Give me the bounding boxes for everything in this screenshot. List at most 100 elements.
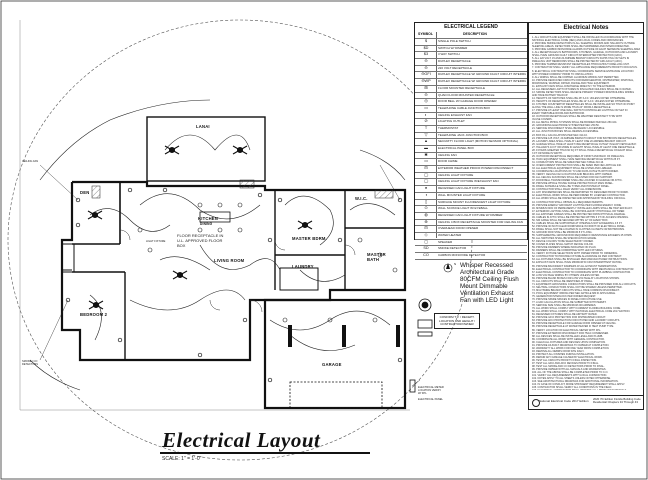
legend-symbol: ⊟ bbox=[424, 226, 428, 231]
note-line: 39. PANEL SCHEDULE SHALL BE TYPED AND PO… bbox=[532, 185, 610, 189]
lanai-outline bbox=[146, 116, 266, 182]
note-line: 99. PROVIDE OWNER WITH ALL MANUALS AND W… bbox=[532, 368, 607, 372]
legend-description: DOOR BELL W/ GARAGE DOOR OPENER bbox=[438, 99, 497, 104]
note-line: 3 FT OR MORE IN WIDTH. bbox=[532, 151, 563, 155]
title-underline bbox=[160, 452, 370, 454]
legend-description: WALL SCONCE LIGHT W/ EYEBALL bbox=[438, 206, 488, 211]
legend-description: EXTERIOR WEATHER PROOF POWER DISCONNECT bbox=[438, 166, 514, 171]
note-line: 13. SMOKE DETECTORS SHALL RECEIVE PRIMAR… bbox=[532, 90, 635, 94]
note-line: 15. HEIGHTS OF RECEPTACLES SHALL BE 12" … bbox=[532, 99, 631, 103]
note-line: 25. LAUNDRY AREA SHALL HAVE AT LEAST ONE… bbox=[532, 139, 627, 143]
garage-door bbox=[289, 381, 383, 409]
note-line: 7. CONTRACTOR SHALL VERIFY ALL APPLIANCE… bbox=[532, 66, 638, 70]
legend-description: CEILING LIGHT FIXTURE W/EXHAUST FAN bbox=[438, 179, 499, 184]
room-label-wic: W.I.C. bbox=[355, 196, 368, 201]
electrical-panel-callout: ELECTRICAL PANEL bbox=[418, 398, 443, 401]
lanai-hatch bbox=[239, 179, 255, 189]
legend-symbol: ▯ bbox=[424, 199, 428, 204]
note-line: 14. HEIGHTS OF SWITCHES SHALL BE 48" A.F… bbox=[532, 96, 626, 100]
note-line: 22. ALL JUNCTION BOXES SHALL REMAIN ACCE… bbox=[532, 130, 599, 134]
legend-symbol: ◑ bbox=[424, 192, 428, 197]
legend-description: 3 WAY SWITCH bbox=[438, 52, 460, 57]
note-line: NATIONAL ELECTRICAL CODE (NEC) AND LOCAL… bbox=[532, 39, 624, 43]
legend-column-divider bbox=[436, 32, 437, 238]
legend-row: ▲SECURITY FLOOD LIGHT (MOTION SENSOR OPT… bbox=[415, 138, 527, 145]
note-line: 8. ELECTRICAL CONTRACTOR SHALL COORDINAT… bbox=[532, 69, 634, 73]
legend-row: ▽TELEPHONE JACK JUNCTION BOX bbox=[415, 131, 527, 139]
legend-symbol: ⊙ bbox=[424, 206, 428, 211]
note-line: 36. ALL CEILING FAN BOXES SHALL BE LISTE… bbox=[532, 176, 613, 180]
note-line: 89. COORDINATE ALL WORK WITH GENERAL CON… bbox=[532, 337, 605, 341]
legend-description: CEILING FAN bbox=[438, 152, 457, 157]
note-line: 37. DOOR BELL TRANSFORMER SHALL BE LOCAT… bbox=[532, 179, 623, 183]
legend-symbol: $ bbox=[424, 39, 428, 43]
note-line: 56. ALL SWITCHES SHALL BE SPECIFICATION … bbox=[532, 237, 597, 241]
legend-row: ▯ SURFACE MOUNT FLUORESCENT LIGHT FIXTURE bbox=[415, 198, 527, 206]
legend-row: ⊘LIGHTING OUTLET bbox=[415, 118, 527, 125]
note-line: 86. VERIFY LOCATION OF ELECTRICAL METER … bbox=[532, 328, 602, 332]
legend-row: ⊟ OVERHEAD DOOR OPENER bbox=[415, 225, 527, 232]
room-label-laundry: LAUNDRY bbox=[292, 264, 314, 269]
legend-row bbox=[415, 258, 527, 266]
note-line: 44. CONTRACTOR SHALL OBTAIN ALL REQUIRED… bbox=[532, 200, 604, 204]
note-line: 95. REPAIR ANY DAMAGE CAUSED BY ELECTRIC… bbox=[532, 355, 603, 359]
legend-symbol: ▭ bbox=[424, 159, 428, 164]
legend-title: ELECTRICAL LEGEND bbox=[444, 24, 498, 30]
note-line: 106. ELECTRICAL CONTRACTOR SHALL PROVIDE… bbox=[532, 389, 640, 390]
note-line: 47. EXTERIOR LIGHTING SHALL BE CONTROLLE… bbox=[532, 209, 626, 213]
note-line: 24. PROVIDE 125 VOLT, 20 AMPERE BRANCH C… bbox=[532, 136, 637, 140]
note-line: 1. ALL CIRCUITS AND EQUIPMENT SHALL BE I… bbox=[532, 36, 634, 39]
note-line: MICROWAVE, WASHER, DRYER, RANGE AND HVAC… bbox=[532, 81, 610, 85]
legend-symbol: ⊖GFI bbox=[421, 72, 431, 77]
legend-description: CEILING EXHAUST FAN bbox=[438, 112, 472, 117]
legend-symbol: ⊞ bbox=[424, 85, 428, 90]
room-label-living-room: LIVING ROOM bbox=[214, 258, 245, 263]
legend-row: ⊞FLOOR MOUNTED RECEPTACLE bbox=[415, 84, 527, 92]
legend-description: RECESSED CAN LIGHT FIXTURE W/ DIMMER bbox=[438, 212, 503, 217]
notes-body: 1. ALL CIRCUITS AND EQUIPMENT SHALL BE I… bbox=[532, 36, 640, 390]
legend-description: LIGHTING OUTLET bbox=[438, 119, 465, 124]
note-line: 18. OUTDOOR RECEPTACLES SHALL BE WEATHER… bbox=[532, 115, 623, 119]
note-line: 51. CABLES SHALL BE SUPPORTED AT INTERVA… bbox=[532, 221, 623, 225]
legend-row: ◍RECESSED CAN LIGHT FIXTURE W/ DIMMER bbox=[415, 211, 527, 219]
note-line: 12. ALL RECESSED LIGHT FIXTURES IN INSUL… bbox=[532, 87, 632, 91]
legend-symbol: T bbox=[424, 125, 428, 130]
legend-description: OVERHEAD DOOR OPENER bbox=[438, 226, 479, 231]
note-line: 73. MULTIWIRE BRANCH CIRCUITS SHALL HAVE… bbox=[532, 288, 620, 292]
legend-description: 220 VOLT RECEPTACLE bbox=[438, 65, 473, 70]
circuit-arcs bbox=[29, 99, 406, 391]
electrical-legend: ELECTRICAL LEGEND SYMBOL DESCRIPTION $SI… bbox=[414, 22, 528, 260]
note-line: 90. CLEAN ALL FIXTURES AND DEVICES UPON … bbox=[532, 340, 606, 344]
note-line: 87. PROVIDE EXTERIOR DISCONNECT FOR HVAC… bbox=[532, 331, 609, 335]
legend-col-symbol: SYMBOL bbox=[418, 32, 433, 36]
confirm-tv-note: CONFIRM T.V. / RECEPT. LOCATION AND HEIG… bbox=[434, 313, 480, 329]
note-line: 92. WARRANTY ALL WORK FOR ONE YEAR FROM … bbox=[532, 346, 610, 350]
note-line: 17. PROVIDE AT LEAST ONE WALL SWITCH CON… bbox=[532, 109, 628, 113]
note-line: 16. KITCHEN COUNTERTOP RECEPTACLES SHALL… bbox=[532, 103, 635, 107]
legend-description: SURFACE MOUNT FLUORESCENT LIGHT FIXTURE bbox=[438, 199, 511, 204]
legend-row: ◐CEILING EXHAUST FAN bbox=[415, 111, 527, 119]
legend-row: ◎DOOR BELL W/ GARAGE DOOR OPENER bbox=[415, 98, 527, 105]
note-line: 72. NEUTRAL CONDUCTORS SHALL NOT BE SHAR… bbox=[532, 285, 623, 289]
note-line: 66. ELECTRICAL CONTRACTOR TO COORDINATE … bbox=[532, 267, 635, 271]
note-line: 26. GARAGE SHALL HAVE AT LEAST ONE RECEP… bbox=[532, 142, 637, 146]
legend-col-description: DESCRIPTION bbox=[463, 32, 487, 36]
legend-description: DOOR CHIME bbox=[438, 159, 458, 164]
garage-outline bbox=[263, 298, 407, 410]
coverage-circle bbox=[7, 19, 473, 461]
legend-symbol: $D bbox=[423, 45, 429, 50]
note-line: 97. TEST ALL GFCI AND AFCI DEVICES PRIOR… bbox=[532, 362, 599, 366]
note-line: 88. ALL DEVICES SHALL BE INSTALLED LEVEL… bbox=[532, 334, 603, 338]
note-line: 58. COVER PLATES SHALL MATCH DEVICE COLO… bbox=[532, 243, 594, 247]
legend-symbol: ● bbox=[424, 186, 428, 191]
room-label-lanai: LANAI bbox=[196, 124, 210, 129]
room-label-master-bath: MASTER BATH bbox=[367, 252, 386, 262]
note-line: 82. PROVIDE GFCI PROTECTION FOR DISHWASH… bbox=[532, 316, 606, 320]
note-line: 81. RECESSED FIXTURES SHALL BE AIRTIGHT … bbox=[532, 313, 598, 317]
